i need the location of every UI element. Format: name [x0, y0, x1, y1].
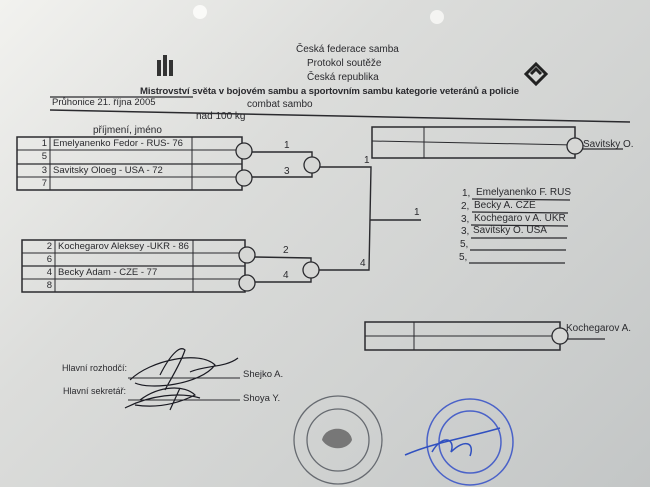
seed: 6	[46, 254, 52, 265]
seed: 7	[41, 178, 47, 189]
seed: 4	[46, 267, 52, 278]
weight-class: nad 100 kg	[196, 111, 246, 122]
org-name: Česká federace samba	[296, 44, 399, 55]
punch-hole	[430, 10, 444, 24]
seed: 1	[41, 138, 47, 149]
result-place: 2,	[461, 201, 470, 212]
competitor-name: Becky Adam - CZE - 77	[58, 267, 158, 278]
result-place: 1,	[462, 188, 471, 199]
doc-type: Protokol soutěže	[307, 58, 382, 69]
result-place: 5,	[460, 239, 469, 250]
result-place: 3,	[461, 226, 470, 237]
result-name: Savitsky O. USA	[473, 225, 547, 236]
referee-label: Hlavní rozhodčí:	[62, 363, 128, 373]
signature-secretary	[124, 387, 201, 411]
seed: 8	[46, 280, 52, 291]
referee-name: Shejko A.	[243, 369, 284, 380]
secretary-name: Shoya Y.	[243, 393, 281, 404]
discipline: combat sambo	[247, 99, 313, 110]
repechage-bottom-name: Kochegarov A.	[566, 323, 632, 334]
semi-winner: 1	[364, 155, 370, 166]
result-name: Becky A. CZE	[474, 200, 536, 211]
stamp-czech-federation	[293, 395, 383, 485]
place-date: Průhonice 21. října 2005	[52, 97, 156, 108]
sambo-logo-right	[523, 61, 549, 87]
competitor-name: Emelyanenko Fedor - RUS- 76	[53, 138, 183, 149]
country: Česká republika	[307, 72, 379, 83]
result-place: 3,	[461, 214, 470, 225]
punch-hole	[193, 5, 207, 19]
signature-referee	[129, 348, 239, 391]
semi-winner: 4	[360, 258, 366, 269]
stamp-ukraine-federation	[404, 398, 514, 486]
competitor-name: Savitsky Oloeg - USA - 72	[53, 165, 163, 176]
seed: 3	[41, 165, 47, 176]
result-place: 5,	[459, 252, 468, 263]
seed: 2	[46, 241, 52, 252]
result-name: Emelyanenko F. RUS	[476, 187, 572, 198]
seed: 5	[41, 151, 47, 162]
federation-logo-left	[157, 55, 173, 76]
round1-winner: 1	[284, 140, 290, 151]
round1-winner: 2	[283, 245, 289, 256]
event-title: Mistrovství světa v bojovém sambu a spor…	[140, 86, 519, 97]
column-header: příjmení, jméno	[93, 125, 162, 136]
round1-winner: 4	[283, 270, 289, 281]
competitor-name: Kochegarov Aleksey -UKR - 86	[58, 241, 189, 252]
result-name: Kochegaro v A. UKR	[474, 213, 566, 224]
repechage-top-name: Savitsky O.	[583, 139, 634, 150]
round1-winner: 3	[284, 166, 290, 177]
secretary-label: Hlavní sekretář:	[63, 386, 127, 396]
final-winner: 1	[414, 207, 420, 218]
